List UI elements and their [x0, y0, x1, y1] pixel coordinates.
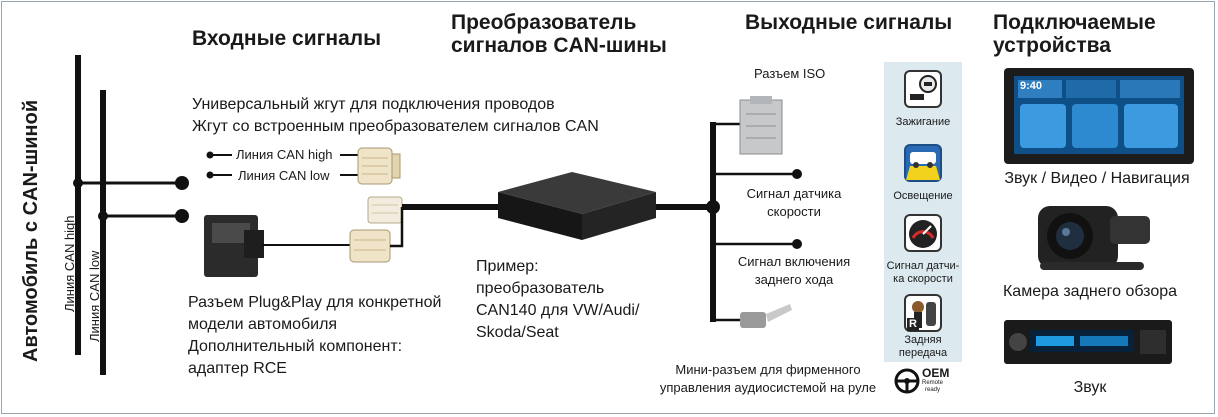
output-reverse-line2: заднего хода [754, 272, 834, 287]
harness-connector [357, 147, 401, 185]
reverse-terminal [792, 239, 802, 249]
plug-line3: Дополнительный компонент: [188, 338, 403, 355]
signal-oem-label: OEM [922, 366, 950, 380]
signal-ignition-label: Зажигание [895, 116, 951, 128]
plug-adapter-connector [349, 229, 391, 263]
can-low-bar [100, 90, 106, 375]
device-audio-label: Звук [1073, 379, 1107, 396]
signal-reverse-line1: Задняя [904, 334, 942, 346]
header-converter-line2: сигналов CAN-шины [451, 34, 667, 57]
harness-line2: Жгут со встроенным преобразователем сигн… [192, 118, 599, 135]
output-mini-line2: управления аудиосистемой на руле [659, 380, 877, 395]
header-converter-line1: Преобразователь [451, 11, 637, 34]
signal-oem-sub2: ready [925, 387, 941, 393]
converter-example-line1: Пример: [476, 258, 539, 275]
signal-reverse-letter: R [907, 318, 919, 332]
converter-example-line2: преобразователь [476, 280, 605, 297]
converter-example-line3: CAN140 для VW/Audi/ [476, 302, 640, 319]
rear-camera [1038, 206, 1150, 270]
header-outputs: Выходные сигналы [745, 11, 953, 34]
mini-jack-connector [740, 304, 792, 328]
converter-example-line4: Skoda/Seat [476, 324, 559, 341]
output-mini-line1: Мини-разъем для фирменного [675, 362, 861, 377]
signal-speed-line2: ка скорости [893, 273, 953, 285]
signal-reverse-line2: передача [898, 347, 948, 359]
signal-speed-line1: Сигнал датчи- [886, 260, 960, 272]
plug-line2: модели автомобиля [188, 316, 338, 333]
signal-lighting-label: Освещение [893, 190, 953, 202]
plug-line4: адаптер RCE [188, 360, 287, 377]
signal-oem-sub1: Remote [922, 380, 944, 386]
can-low-terminal [175, 209, 189, 223]
can-high-terminal [175, 176, 189, 190]
can-low-node [98, 211, 108, 221]
vehicle-line-low: Линия CAN low [87, 250, 102, 342]
harness-line1: Универсальный жгут для подключения прово… [192, 96, 555, 113]
headlight-icon [904, 144, 942, 182]
input-can-low-label: Линия CAN low [238, 168, 330, 183]
speed-terminal [792, 169, 802, 179]
av-head-unit [1004, 68, 1194, 164]
input-can-high-label: Линия CAN high [236, 147, 333, 162]
vehicle-title: Автомобиль с CAN-шиной [20, 99, 42, 362]
key-icon [904, 70, 942, 108]
audio-head-unit [1004, 320, 1172, 364]
av-screen-time: 9:40 [1020, 80, 1043, 92]
device-av-label: Звук / Видео / Навигация [1004, 170, 1190, 187]
can-high-node [73, 178, 83, 188]
speedometer-icon [904, 214, 942, 252]
can-high-bar [75, 55, 81, 355]
output-junction [706, 200, 720, 214]
iso-connector [739, 96, 783, 155]
steering-wheel-icon [894, 368, 920, 394]
output-speed-line1: Сигнал датчика [746, 186, 842, 201]
adapter-to-main-wire [390, 207, 404, 248]
device-camera-label: Камера заднего обзора [1002, 283, 1178, 300]
can-converter-box [498, 172, 656, 240]
converter-input-connector [367, 196, 403, 224]
plug-connector [204, 215, 264, 277]
header-inputs: Входные сигналы [192, 27, 382, 50]
output-reverse-line1: Сигнал включения [737, 254, 851, 269]
header-devices-line2: устройства [993, 34, 1111, 57]
output-speed-line2: скорости [767, 204, 821, 219]
output-trunk [710, 122, 716, 322]
output-iso-label: Разъем ISO [754, 66, 826, 81]
header-devices-line1: Подключаемые [993, 11, 1156, 34]
vehicle-line-high: Линия CAN high [62, 215, 77, 312]
plug-line1: Разъем Plug&Play для конкретной [188, 294, 442, 311]
